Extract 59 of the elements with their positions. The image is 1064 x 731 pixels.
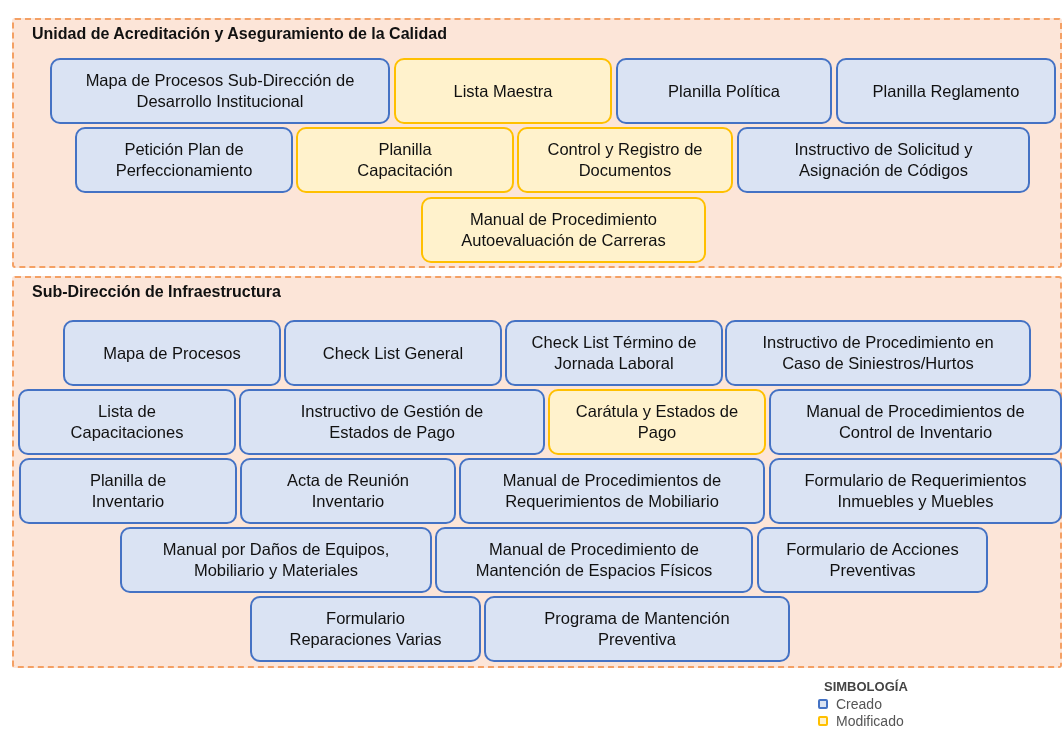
document-box	[394, 58, 612, 124]
legend-label: Modificado	[836, 712, 904, 729]
document-box	[769, 389, 1062, 455]
document-title: Petición Plan de Perfeccionamiento	[114, 139, 254, 181]
document-title: Planilla de Inventario	[88, 470, 168, 512]
document-box	[548, 389, 766, 455]
document-box	[505, 320, 723, 386]
document-box	[63, 320, 281, 386]
document-box	[725, 320, 1031, 386]
document-title: Manual de Procedimiento Autoevaluación de Carreras	[460, 209, 667, 251]
document-title: Manual de Procedimientos de Requerimientos de Mobiliario	[501, 470, 723, 512]
document-title: Acta de Reunión Inventario	[286, 470, 410, 512]
document-title: Mapa de Procesos	[103, 342, 241, 364]
document-title: Programa de Mantención Preventiva	[543, 608, 731, 650]
document-box	[75, 127, 293, 193]
document-box	[240, 458, 456, 524]
document-box	[459, 458, 765, 524]
group-panel	[12, 18, 1062, 268]
document-title: Instructivo de Procedimiento en Caso de Siniestros/Hurtos	[761, 332, 995, 374]
document-title: Lista de Capacitaciones	[69, 401, 185, 443]
document-box	[284, 320, 502, 386]
document-box	[50, 58, 390, 124]
document-box	[239, 389, 545, 455]
document-box	[296, 127, 514, 193]
legend-title: SIMBOLOGÍA	[824, 679, 908, 694]
document-box	[435, 527, 753, 593]
document-title: Planilla Reglamento	[872, 80, 1020, 102]
document-box	[18, 389, 236, 455]
document-title: Control y Registro de Documentos	[546, 139, 704, 181]
document-title: Formulario de Requerimientos Inmuebles y Muebles	[803, 470, 1028, 512]
document-title: Instructivo de Gestión de Estados de Pago	[299, 401, 485, 443]
document-title: Manual por Daños de Equipos, Mobiliario y Materiales	[161, 539, 391, 581]
document-box	[120, 527, 432, 593]
group-title: Unidad de Acreditación y Aseguramiento de la Calidad	[32, 25, 447, 43]
document-title: Formulario de Acciones Preventivas	[785, 539, 960, 581]
legend-label: Creado	[836, 695, 882, 712]
document-title: Planilla Política	[668, 80, 780, 102]
document-box	[836, 58, 1056, 124]
document-box	[421, 197, 706, 263]
document-title: Check List Término de Jornada Laboral	[530, 332, 698, 374]
document-box	[250, 596, 481, 662]
document-title: Mapa de Procesos Sub-Dirección de Desarrollo Institucional	[84, 70, 356, 112]
group-panel	[12, 276, 1062, 668]
document-box	[19, 458, 237, 524]
group-title: Sub-Dirección de Infraestructura	[32, 283, 281, 301]
document-title: Instructivo de Solicitud y Asignación de Códigos	[793, 139, 974, 181]
document-box	[484, 596, 790, 662]
document-title: Formulario Reparaciones Varias	[288, 608, 443, 650]
document-title: Planilla Capacitación	[356, 139, 454, 181]
document-box	[517, 127, 733, 193]
document-title: Check List General	[322, 342, 464, 364]
document-box	[757, 527, 988, 593]
document-box	[769, 458, 1062, 524]
document-title: Manual de Procedimiento de Mantención de Espacios Físicos	[474, 539, 714, 581]
document-box	[737, 127, 1030, 193]
document-title: Lista Maestra	[453, 80, 553, 102]
document-title: Carátula y Estados de Pago	[574, 401, 740, 443]
document-box	[616, 58, 832, 124]
document-title: Manual de Procedimientos de Control de Inventario	[805, 401, 1026, 443]
